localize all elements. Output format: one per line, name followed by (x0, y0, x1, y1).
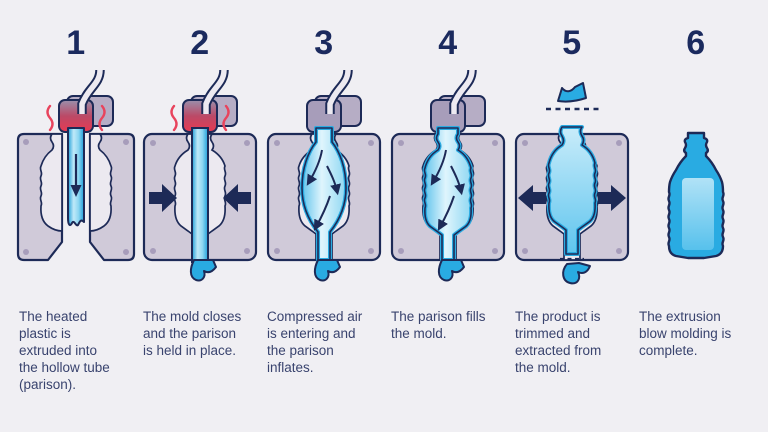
step-number: 1 (66, 24, 86, 62)
step-number: 6 (686, 24, 706, 62)
mold-right-half (88, 132, 136, 262)
step-number: 3 (314, 24, 334, 62)
step-description: The mold closes and the parison is held … (143, 309, 242, 358)
finished-bottle-in-mold (546, 125, 598, 256)
extruder-head (306, 70, 362, 133)
step-2: 2 (138, 18, 262, 393)
parison-tube (191, 127, 209, 263)
air-flow-arrows-icon (430, 149, 465, 231)
step-3-illustration (260, 70, 388, 300)
step-description: The product is trimmed and extracted fro… (515, 309, 602, 375)
finished-bottle (667, 131, 725, 260)
trimmed-piece (557, 82, 587, 103)
step-description: The extrusion blow molding is complete. (639, 309, 732, 358)
extruder-head (430, 70, 486, 133)
filled-mold-art (390, 70, 506, 282)
step-description: The parison fills the mold. (391, 309, 486, 341)
step-3: 3 (262, 18, 386, 393)
trim-extract-art (514, 82, 630, 285)
inflating-parison-art (266, 70, 382, 282)
open-mold-extrusion-art (16, 70, 136, 262)
step-1: 1 (14, 18, 138, 393)
down-arrow-icon (70, 154, 82, 197)
extruder-head (182, 70, 238, 133)
step-number: 4 (438, 24, 458, 62)
step-number: 2 (190, 24, 210, 62)
inward-arrows-icon (149, 184, 251, 212)
bottle-highlight (682, 178, 714, 250)
step-1-illustration (12, 70, 140, 300)
pinch-blob (437, 259, 465, 282)
step-5-illustration (508, 70, 636, 300)
step-5: 5 (510, 18, 634, 393)
finished-bottle-art (667, 131, 725, 260)
heat-waves-icon (46, 104, 106, 132)
steps-row: 1 (14, 18, 760, 393)
step-4-illustration (384, 70, 512, 300)
step-description: The heated plastic is extruded into the … (19, 309, 110, 392)
extruder-head (58, 70, 114, 133)
step-6: 6 The extrusion blow molding is complete… (634, 18, 758, 393)
mold-left-half (16, 132, 64, 262)
step-2-illustration (136, 70, 264, 300)
heat-waves-icon (170, 104, 230, 132)
outward-arrows-icon (518, 185, 626, 211)
air-flow-arrows-icon (306, 149, 341, 231)
step-number: 5 (562, 24, 582, 62)
pinch-blob (189, 259, 217, 282)
pinch-blob (313, 259, 341, 282)
closed-mold-art (142, 70, 258, 282)
step-4: 4 (386, 18, 510, 393)
step-description: Compressed air is entering and the paris… (267, 309, 363, 375)
pinch-blob (562, 262, 591, 285)
step-6-illustration (632, 70, 760, 300)
